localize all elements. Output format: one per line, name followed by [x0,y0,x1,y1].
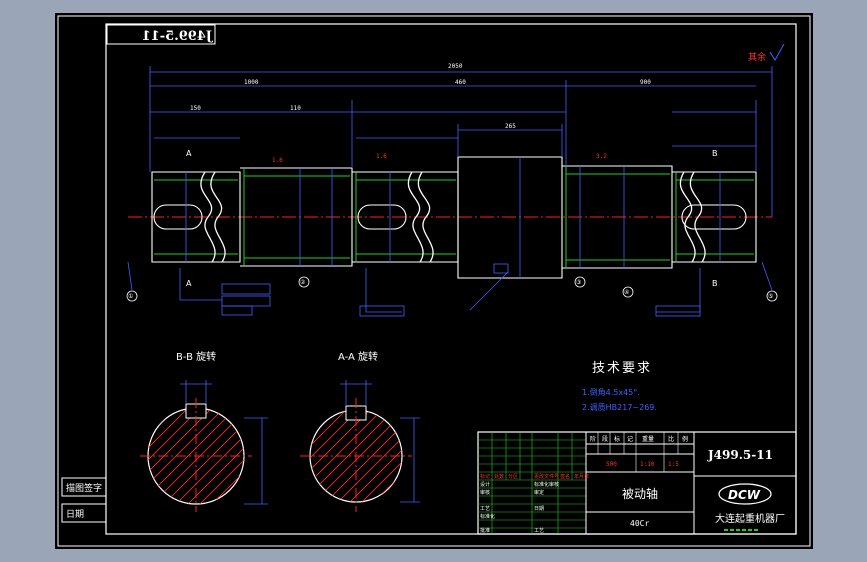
tb-header-7: 例 [682,435,688,443]
callout-b-top: B [712,149,718,158]
dim-label-1000: 1000 [244,79,259,86]
border-outer [57,15,811,547]
surface-finish-note: 其余 [748,51,766,63]
tb-sign-2: 处数 [494,473,504,480]
mirrored-number-box: J499.5-11 [106,24,216,45]
material: 40Cr [630,519,649,528]
tb-role-3: 工艺 [480,506,490,512]
dim-label-460: 460 [455,79,466,86]
dim-label-110: 110 [290,105,301,112]
section-aa: A-A 旋转 [300,350,420,512]
ref-circle-1: ① [128,293,133,300]
part-name: 被动轴 [622,486,658,501]
keyway-left [153,204,203,230]
tb-sign-1: 标记 [480,473,490,480]
side-label-date: 日期 [66,509,84,520]
keyway-right [681,204,747,230]
tb-header-5: 重量 [642,435,654,443]
tb-role-r3: 日期 [534,506,544,512]
roughness-3: 1.6 [376,153,387,160]
tb-sign-5: 签名 [560,473,570,480]
ref-circle-2: ② [300,279,306,286]
tb-value-3: 1:5 [668,461,679,468]
dimension-lines [149,66,773,217]
break-lines [200,171,706,263]
ref-circle-4: ④ [624,289,629,296]
callout-a-bottom: A [186,279,192,288]
tb-role-r4: 工艺 [534,528,544,534]
company-logo-text: DCW [728,488,761,502]
tb-sign-3: 分区 [508,473,518,480]
section-bb-label: B-B 旋转 [176,350,216,363]
dim-label-150: 150 [190,105,201,112]
tech-req-item-1: 1.倒角4.5x45°. [582,387,640,397]
tech-requirements: 技术要求 1.倒角4.5x45°. 2.调质HB217~269. [582,361,657,412]
tech-req-title: 技术要求 [592,361,652,376]
drawing-number: J499.5-11 [707,448,773,462]
tb-header-6: 比 [668,435,674,443]
roughness-1: 1.6 [272,157,283,164]
tolerance-boxes [221,263,701,317]
company-logo-icon: DCW [718,483,772,505]
tech-req-item-2: 2.调质HB217~269. [582,402,657,412]
tb-role-1: 设计 [480,481,490,488]
mirrored-drawing-number: J499.5-11 [142,29,213,44]
tb-header-1: 阶 [590,435,596,443]
keyway-middle [357,204,407,230]
callout-a-top: A [186,149,192,158]
tb-sign-4: 更改文件号 [534,473,559,480]
side-label-sign: 描图签字 [66,482,102,494]
tb-sign-6: 年月日 [574,473,589,480]
tb-role-5: 批准 [480,527,490,534]
tb-value-1: 500 [606,461,617,468]
tb-role-r2: 审定 [534,489,544,496]
callout-b-bottom: B [712,279,718,288]
tb-role-4: 标准化 [480,513,495,520]
section-aa-label: A-A 旋转 [338,350,378,363]
dim-label-900: 900 [640,79,651,86]
ref-circle-3: ③ [576,279,581,286]
dim-label-265: 265 [505,123,516,130]
side-label-table: 描图签字 日期 [61,477,107,523]
surface-finish-symbol [769,43,785,61]
tb-value-2: 1:10 [640,461,655,468]
ref-circle-5: ⑤ [768,293,773,300]
dim-label-overall: 2050 [448,63,463,70]
tb-header-4: 记 [627,436,633,443]
tb-role-r1: 标准化审核 [534,481,559,488]
tb-header-2: 段 [602,435,608,443]
title-block: 阶 段 标 记 重量 比 例 500 1:10 1:5 标记 处数 分区 更改文… [477,431,797,535]
border-inner [105,23,797,535]
company-name: 大连起重机器厂 [715,512,785,525]
tb-role-2: 审核 [480,489,490,496]
tb-header-3: 标 [614,435,620,443]
roughness-2: 3.2 [596,153,607,160]
drawing-sheet [55,13,813,549]
shaft-main-view: 2050 1000 900 460 150 110 265 1.6 3.2 1.… [126,63,778,317]
